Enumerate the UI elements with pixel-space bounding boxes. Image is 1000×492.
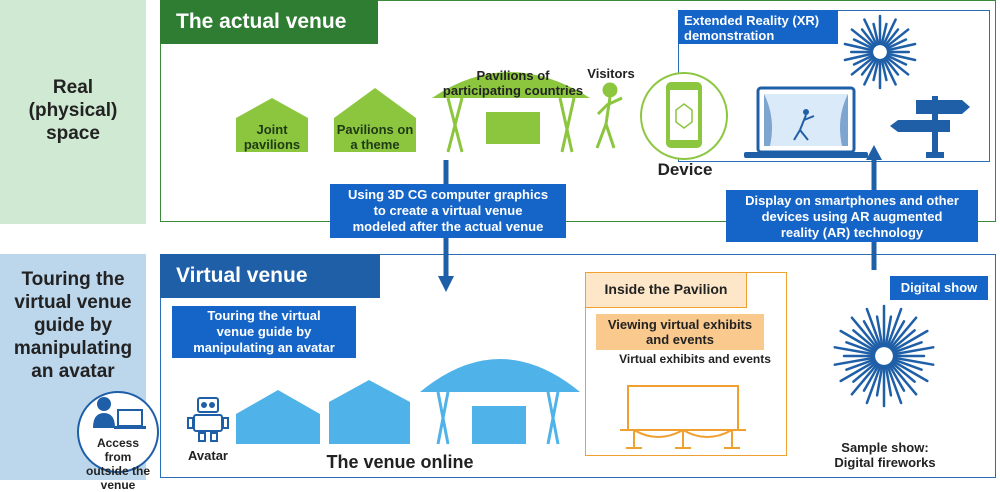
firework-ray (889, 316, 918, 350)
firework-ray (882, 18, 897, 47)
device-phone-icon (640, 72, 728, 160)
firework-ray (852, 38, 875, 50)
firework-ray (889, 362, 918, 396)
firework-ray (886, 42, 917, 52)
laptop-icon (744, 86, 868, 158)
avatar-label: Avatar (188, 448, 228, 463)
access-outside-label: Access from outside the venue (85, 436, 150, 492)
touring-callout: Touring the virtual venue guide by manip… (172, 306, 356, 358)
firework-ray (890, 329, 916, 351)
real-space-label: Real (physical) space (28, 77, 118, 144)
firework-ray (885, 54, 908, 66)
firework-ray (852, 361, 878, 383)
ar-display-callout: Display on smartphones and other devices… (726, 190, 978, 242)
joint-pavilions-label: Joint pavilions (243, 122, 301, 152)
firework-ray (880, 22, 888, 46)
digital-fireworks-icon (833, 304, 935, 408)
firework-ray (833, 356, 876, 366)
firework-ray (843, 52, 874, 62)
firework-ray (852, 329, 878, 351)
firework-ray (865, 307, 882, 348)
joint-pavilion-icon (236, 98, 308, 152)
xr-fireworks-icon (843, 14, 917, 90)
virtual-space-label: Touring the virtual venue guide by manip… (13, 269, 133, 382)
firework-ray (839, 329, 877, 353)
firework-ray (886, 52, 917, 62)
theme-pavilions-label: Pavilions on a theme (336, 122, 414, 152)
firework-ray (892, 341, 923, 354)
firework-ray (892, 356, 935, 366)
firework-ray (850, 362, 879, 396)
actual-venue-title: The actual venue (160, 0, 378, 44)
firework-ray (892, 358, 923, 371)
visitor-icon (595, 82, 623, 149)
firework-ray (852, 54, 875, 66)
firework-ray (885, 38, 908, 50)
firework-ray (862, 320, 881, 349)
firework-ray (875, 315, 884, 348)
digital-show-callout: Digital show (890, 276, 988, 300)
virtual-pavilion-1-icon (236, 390, 320, 444)
firework-ray (833, 346, 876, 356)
avatar-robot-icon (187, 397, 229, 442)
firework-ray (872, 58, 880, 82)
real-space-band (0, 0, 146, 224)
firework-ray (845, 341, 876, 354)
firework-ray (862, 363, 881, 392)
virtual-venue-title: Virtual venue (160, 254, 380, 298)
firework-ray (850, 28, 875, 49)
firework-ray (883, 28, 900, 47)
firework-ray (839, 359, 877, 383)
firework-ray (875, 364, 884, 397)
firework-ray (883, 57, 900, 76)
access-user-icon (77, 391, 159, 473)
virtual-pavilion-2-icon (329, 380, 410, 444)
virtual-venue-frame (160, 254, 996, 478)
firework-ray (886, 364, 903, 405)
firework-ray (843, 42, 874, 52)
firework-ray (890, 361, 916, 383)
virtual-stage-icon (620, 385, 746, 449)
firework-ray (887, 320, 906, 349)
pavilion-inside-title: Inside the Pavilion (585, 272, 747, 308)
firework-ray (884, 364, 893, 397)
theme-pavilion-icon (334, 88, 416, 152)
firework-ray (884, 315, 893, 348)
firework-ray (892, 346, 935, 356)
firework-ray (860, 28, 877, 47)
firework-ray (845, 358, 876, 371)
firework-ray (863, 57, 878, 86)
firework-ray (850, 316, 879, 350)
firework-ray (885, 28, 910, 49)
firework-ray (891, 329, 929, 353)
virtual-exhibits-callout: Viewing virtual exhibits and events (596, 314, 764, 350)
firework-ray (885, 55, 910, 76)
virtual-venue-creation-callout: Using 3D CG computer graphics to create … (330, 184, 566, 238)
firework-ray (882, 57, 897, 86)
visitors-label: Visitors (587, 66, 635, 81)
virtual-pavilion-3-icon (420, 359, 580, 445)
firework-ray (891, 359, 929, 383)
firework-ray (863, 18, 878, 47)
country-pavilion-icon (432, 72, 590, 153)
firework-ray (887, 363, 906, 392)
xr-demo-title: Extended Reality (XR) demonstration (678, 10, 838, 44)
device-label: Device (657, 160, 713, 179)
fireworks-caption: Sample show: Digital fireworks (834, 440, 936, 470)
firework-ray (860, 57, 877, 76)
firework-ray (886, 307, 903, 348)
signpost-icon (890, 96, 970, 158)
diagram-graphics (77, 14, 970, 473)
firework-ray (865, 364, 882, 405)
country-pavilions-label: Pavilions of participating countries (442, 68, 584, 98)
firework-ray (880, 58, 888, 82)
firework-ray (872, 22, 880, 46)
venue-online-label: The venue online (326, 452, 474, 472)
virtual-exhibits-caption: Virtual exhibits and events (619, 352, 771, 366)
firework-ray (850, 55, 875, 76)
actual-venue-frame (160, 0, 996, 222)
